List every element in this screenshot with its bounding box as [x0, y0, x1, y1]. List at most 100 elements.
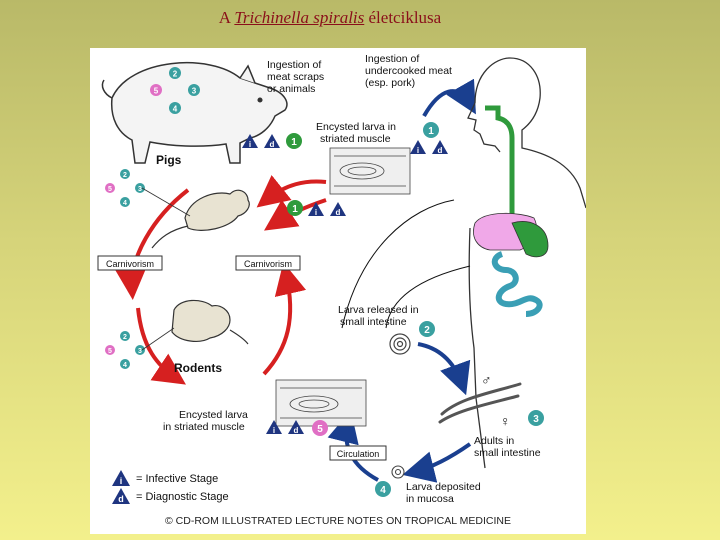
- deposited-line-2: in mucosa: [406, 493, 454, 505]
- mucosa-larva: [391, 465, 405, 479]
- top-infective-letter: i: [417, 146, 419, 155]
- rat-bottom-stage-3: 3: [138, 348, 142, 355]
- carnivorism-box-right: Carnivorism: [235, 255, 301, 271]
- title-prefix: A: [218, 8, 235, 27]
- adults-line-1: Adults in: [474, 435, 514, 447]
- slide-title: A Trichinella spiralis életciklusa: [0, 8, 660, 28]
- rat-top-stage-4: 4: [123, 200, 127, 207]
- larva-deposited-label: Larva deposited in mucosa: [406, 481, 481, 505]
- meat-scraps-line-1: Ingestion of: [267, 59, 321, 71]
- arrow-to-mucosa: [402, 442, 472, 483]
- rat-top-stage-5: 5: [108, 186, 112, 193]
- adults-label: Adults in small intestine: [474, 435, 541, 459]
- rodent-top-cycle: 2 3 4 5: [105, 169, 145, 207]
- pig-stage-1: 1: [291, 137, 297, 148]
- deposited-stage-badge: [375, 481, 391, 497]
- rat-top-pointer: [141, 187, 191, 217]
- pig-stage-cycle: 2 3 4 5: [150, 67, 200, 114]
- rat-bottom-pointer: [141, 327, 175, 351]
- encysted-bottom-line-2: in striated muscle: [163, 421, 245, 433]
- top-stage-1: 1: [428, 126, 434, 137]
- pig-diagnostic-letter: d: [270, 140, 275, 149]
- rat-bottom-stage-2: 2: [123, 334, 127, 341]
- meat-scraps-line-3: or animals: [267, 83, 315, 95]
- larva-released-label: Larva released in small intestine: [338, 304, 419, 328]
- pig-stage-3: 3: [192, 87, 197, 96]
- meat-scraps-line-2: meat scraps: [267, 71, 324, 83]
- carnivorism-left-label: Carnivorism: [106, 259, 154, 269]
- rodent-top-illustration: [151, 189, 250, 249]
- circulation-label: Circulation: [337, 449, 380, 459]
- undercooked-line-2: undercooked meat: [365, 65, 452, 77]
- pointer-line-2: [385, 265, 471, 329]
- undercooked-line-3: (esp. pork): [365, 77, 415, 89]
- legend-infective-text: = Infective Stage: [136, 473, 218, 485]
- encysted-bottom-muscle: [275, 379, 367, 427]
- pig-stage-4: 4: [173, 105, 178, 114]
- copyright: © CD-ROM ILLUSTRATED LECTURE NOTES ON TR…: [165, 515, 511, 527]
- bottom-infective-letter: i: [273, 426, 275, 435]
- encysted-top-line-1: Encysted larva in: [316, 121, 396, 133]
- human-gut: [473, 105, 549, 317]
- deposited-line-1: Larva deposited: [406, 481, 481, 493]
- bottom-diagnostic-letter: d: [294, 426, 299, 435]
- rat-bottom-stage-4: 4: [123, 362, 127, 369]
- title-suffix: életciklusa: [364, 8, 442, 27]
- rodents-label: Rodents: [174, 361, 222, 375]
- male-symbol: ♂: [481, 372, 492, 388]
- red-arrow-left: [114, 188, 190, 300]
- undercooked-label: Ingestion of undercooked meat (esp. pork…: [365, 53, 452, 89]
- adult-stage-3: 3: [533, 414, 539, 425]
- rodent-bottom-illustration: [171, 299, 249, 345]
- carnivorism-right-label: Carnivorism: [244, 259, 292, 269]
- ingestion-arrow: [422, 78, 476, 117]
- red-arrow-right: [262, 262, 307, 376]
- circulation-box: Circulation: [329, 445, 387, 461]
- top-diagnostic-letter: d: [438, 146, 443, 155]
- pig-infective-letter: i: [249, 140, 251, 149]
- rat-stage-badges: 1 i d: [287, 200, 346, 217]
- pig-stage-5: 5: [154, 87, 159, 96]
- legend-infective-icon: [112, 470, 130, 486]
- undercooked-line-1: Ingestion of: [365, 53, 419, 65]
- legend-infective-letter: i: [120, 476, 123, 486]
- rat-top-stage-2: 2: [123, 172, 127, 179]
- pig-stage-badges: i d 1: [242, 133, 302, 149]
- encysted-bottom-line-1: Encysted larva: [179, 409, 248, 421]
- female-symbol: ♀: [500, 413, 511, 429]
- encysted-top-line-2: striated muscle: [320, 133, 391, 145]
- rodent-bottom-cycle: 2 3 4 5: [105, 331, 145, 369]
- legend-diagnostic-icon: [112, 488, 130, 504]
- title-species: Trichinella spiralis: [234, 8, 365, 27]
- released-stage-2: 2: [424, 325, 430, 336]
- rat-top-stage-3: 3: [138, 186, 142, 193]
- encysted-top-muscle: [329, 147, 411, 195]
- encysted-top-label: Encysted larva in striated muscle: [316, 121, 396, 145]
- lifecycle-diagram: 2 3 4 5 Pigs i d 1 Ingestion of meat scr…: [97, 53, 587, 527]
- encysted-bottom-label: Encysted larva in striated muscle: [163, 409, 248, 433]
- legend: i = Infective Stage d = Diagnostic Stage: [112, 470, 229, 504]
- pig-illustration: [101, 62, 288, 164]
- larva-released-line-2: small intestine: [340, 316, 407, 328]
- adult-stage-badge: [528, 410, 544, 426]
- rat-diagnostic-letter: d: [336, 208, 341, 217]
- adult-worms: [438, 382, 522, 424]
- arrow-to-adults: [417, 342, 471, 396]
- pointer-line-1: [341, 199, 455, 329]
- meat-scraps-label: Ingestion of meat scraps or animals: [267, 59, 324, 95]
- lifecycle-panel: 2 3 4 5 Pigs i d 1 Ingestion of meat scr…: [90, 48, 587, 534]
- human-silhouette: [467, 57, 587, 469]
- rat-bottom-stage-5: 5: [108, 348, 112, 355]
- larva-released-line-1: Larva released in: [338, 304, 419, 316]
- red-arrow-top: [256, 175, 327, 208]
- deposited-stage-4: 4: [380, 485, 386, 496]
- legend-diagnostic-letter: d: [118, 494, 124, 504]
- pig-stage-2: 2: [173, 70, 178, 79]
- carnivorism-box-left: Carnivorism: [97, 255, 163, 271]
- coiled-larva: [389, 333, 411, 355]
- pigs-label: Pigs: [156, 153, 182, 167]
- legend-diagnostic-text: = Diagnostic Stage: [136, 491, 229, 503]
- encysted-top-badges: 1 i d: [410, 122, 448, 155]
- rat-stage-1: 1: [292, 204, 298, 215]
- adults-line-2: small intestine: [474, 447, 541, 459]
